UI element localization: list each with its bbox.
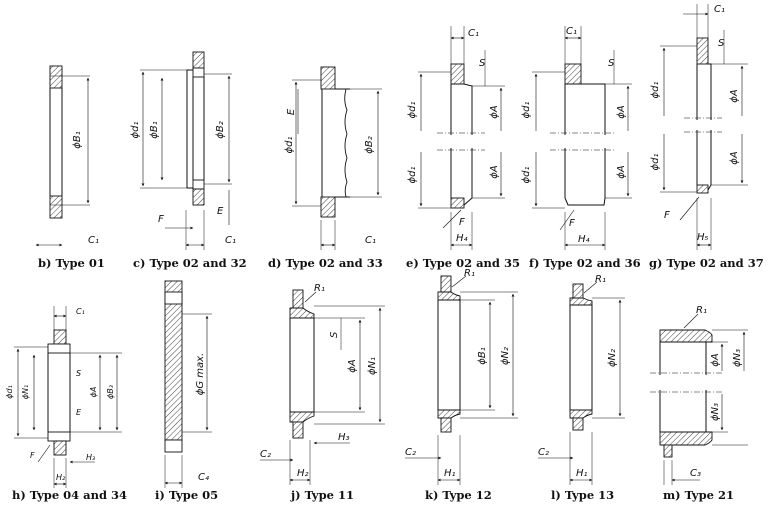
caption-c: c) Type 02 and 32 (133, 256, 247, 270)
dim-A: ϕA (729, 89, 740, 103)
dim-H4: H₄ (456, 233, 468, 244)
dim-A: ϕA (616, 165, 627, 179)
dim-B3: ϕB₃ (106, 385, 115, 399)
view-type-13: ϕN₂ R₁ C₂ H₁ l) Type 13 (538, 274, 625, 502)
dim-B2: ϕB₂ (364, 136, 375, 153)
dim-S: S (76, 369, 81, 378)
dim-H4: H₄ (578, 234, 590, 245)
flange-section (49, 65, 63, 89)
dim-d1: ϕd₁ (650, 154, 661, 171)
dim-C1: C₁ (76, 307, 85, 316)
dim-C3: C₃ (690, 468, 701, 479)
dim-B1: ϕB₁ (477, 347, 488, 364)
dim-F: F (158, 214, 164, 225)
dim-d1: ϕd₁ (521, 167, 532, 184)
view-type-02-35: ϕd₁ ϕd₁ ϕA ϕA C₁ S F H₄ e) Type 02 and 3… (406, 26, 520, 270)
view-type-11: ϕA ϕN₁ S R₁ H₃ C₂ H₂ j) Type 11 (260, 283, 385, 502)
dim-R1: R₁ (696, 305, 707, 316)
dim-H3: H₃ (86, 453, 95, 462)
dim-N2: ϕN₂ (607, 349, 618, 367)
dim-C1: C₁ (225, 235, 236, 246)
dim-E: E (76, 408, 82, 417)
dim-N3: ϕN₃ (732, 349, 743, 367)
dim-B1: ϕB₁ (72, 131, 83, 148)
dim-R1: R₁ (595, 274, 606, 285)
dim-A: ϕA (729, 151, 740, 165)
dim-d1: ϕd₁ (284, 137, 295, 154)
caption-m: m) Type 21 (663, 488, 734, 502)
view-type-04-34: ϕd₁ ϕN₁ ϕA ϕB₃ S E C₁ F H₃ H₂ h) Type 04… (5, 306, 127, 502)
dim-d1: ϕd₁ (5, 385, 14, 399)
dim-C4: C₄ (198, 472, 209, 483)
dim-C1: C₁ (88, 235, 99, 246)
caption-e: e) Type 02 and 35 (406, 256, 520, 270)
caption-j: j) Type 11 (290, 488, 354, 502)
dim-C2: C₂ (260, 449, 271, 460)
caption-i: i) Type 05 (155, 488, 218, 502)
caption-b: b) Type 01 (38, 256, 105, 270)
flange-section (49, 195, 63, 219)
view-type-02-32: ϕd₁ ϕB₁ ϕB₂ E F C₁ c) Type 02 and 32 (130, 51, 247, 270)
dim-S: S (479, 58, 486, 69)
dim-d1: ϕd₁ (407, 167, 418, 184)
dim-H1: H₁ (444, 468, 456, 479)
dim-A: ϕA (489, 165, 500, 179)
dim-d1: ϕd₁ (650, 82, 661, 99)
view-type-01: ϕB₁ C₁ b) Type 01 (35, 65, 105, 270)
dim-E: E (217, 206, 224, 217)
dim-R1: R₁ (464, 268, 475, 279)
dim-C1: C₁ (714, 4, 725, 15)
dim-A: ϕA (489, 105, 500, 119)
dim-H2: H₂ (297, 468, 309, 479)
dim-d1: ϕd₁ (130, 122, 141, 139)
dim-A: ϕA (89, 387, 98, 398)
dim-A: ϕA (710, 353, 721, 367)
view-type-02-33: ϕd₁ E ϕB₂ C₁ d) Type 02 and 33 (268, 66, 383, 270)
view-type-02-36: ϕd₁ ϕd₁ ϕA ϕA C₁ S F H₄ f) Type 02 and 3… (521, 26, 641, 270)
view-type-05: ϕG max. C₄ i) Type 05 (155, 280, 218, 502)
dim-H3: H₃ (338, 432, 350, 443)
caption-d: d) Type 02 and 33 (268, 256, 383, 270)
dim-E: E (286, 108, 297, 115)
caption-g: g) Type 02 and 37 (649, 256, 764, 270)
view-type-12: ϕB₁ ϕN₂ R₁ C₂ H₁ k) Type 12 (405, 268, 518, 502)
dim-F: F (569, 218, 575, 229)
dim-S: S (329, 331, 340, 338)
dim-A: ϕA (616, 105, 627, 119)
caption-h: h) Type 04 and 34 (12, 488, 127, 502)
dim-F: F (664, 210, 670, 221)
dim-S: S (608, 58, 615, 69)
dim-B1: ϕB₁ (149, 121, 160, 138)
caption-l: l) Type 13 (551, 488, 614, 502)
dim-F: F (459, 217, 465, 228)
dim-C2: C₂ (405, 447, 416, 458)
dim-F: F (30, 451, 35, 460)
dim-B2: ϕB₂ (215, 121, 226, 138)
dim-d1: ϕd₁ (407, 102, 418, 119)
dim-H1: H₁ (576, 468, 588, 479)
dim-C2: C₂ (538, 447, 549, 458)
dim-N3: ϕN₃ (710, 403, 721, 421)
dim-S: S (718, 38, 725, 49)
dim-N2: ϕN₂ (500, 347, 511, 365)
dim-C1: C₁ (468, 28, 479, 39)
caption-f: f) Type 02 and 36 (529, 256, 641, 270)
dim-C1: C₁ (365, 235, 376, 246)
dim-R1: R₁ (314, 283, 325, 294)
caption-k: k) Type 12 (425, 488, 492, 502)
dim-C1: C₁ (566, 26, 577, 37)
dim-G: ϕG max. (195, 353, 206, 396)
view-type-02-37: ϕd₁ ϕd₁ ϕA ϕA C₁ S F H₅ g) Type 02 and 3… (649, 4, 764, 270)
dim-H5: H₅ (697, 232, 709, 243)
dim-d1: ϕd₁ (521, 102, 532, 119)
dim-H2: H₂ (56, 473, 66, 482)
view-type-21: ϕA ϕN₃ ϕN₃ R₁ C₃ m) Type 21 (650, 305, 748, 502)
dim-N1: ϕN₁ (367, 357, 378, 375)
dim-N1: ϕN₁ (21, 385, 30, 399)
dim-A: ϕA (347, 359, 358, 373)
